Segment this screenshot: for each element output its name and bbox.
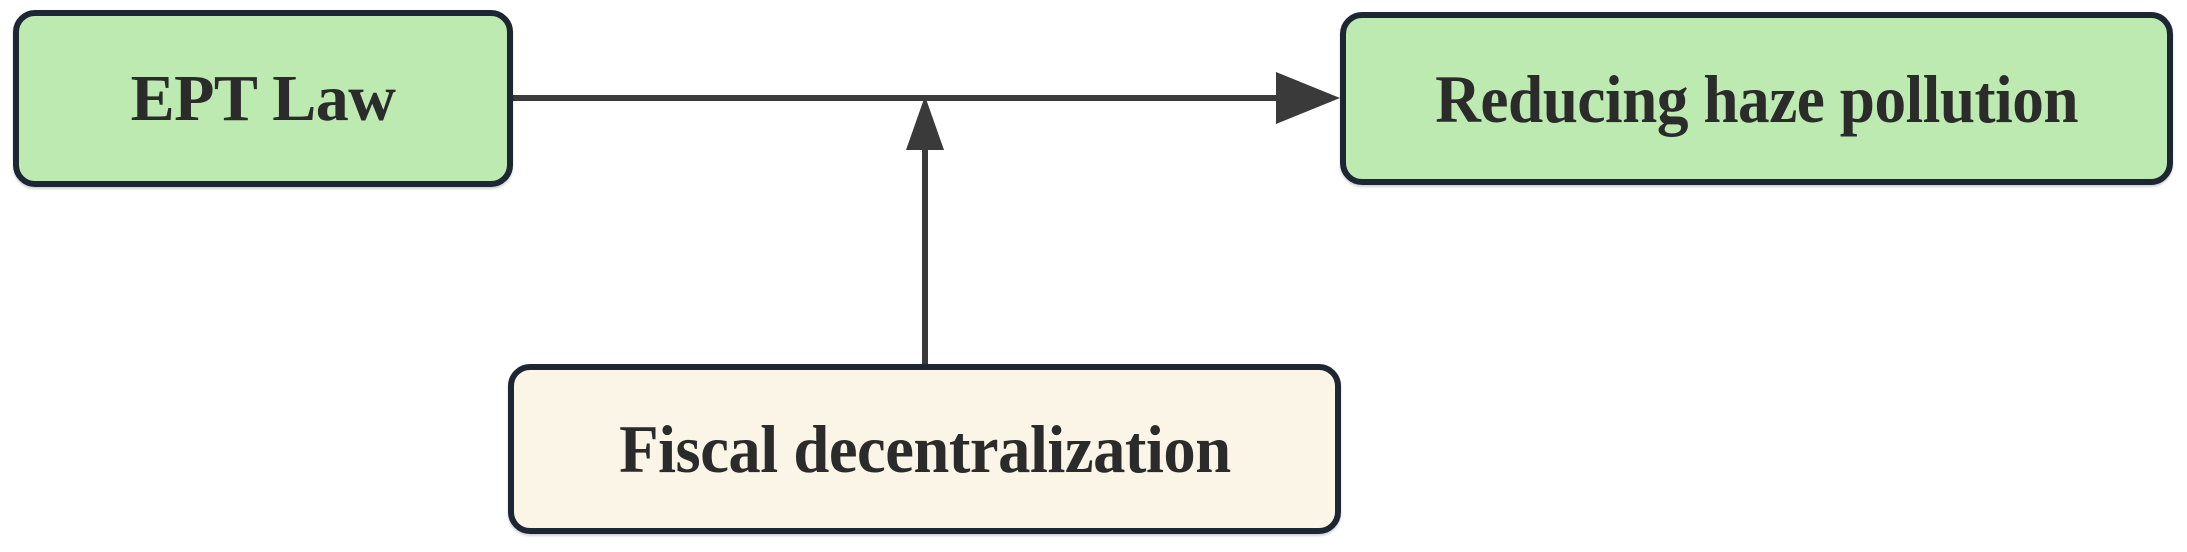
node-fiscal-decentralization-label: Fiscal decentralization xyxy=(618,411,1231,487)
node-reducing-haze-label: Reducing haze pollution xyxy=(1435,60,2078,137)
edge-ept-law-to-reducing-haze xyxy=(513,72,1340,124)
node-ept-law[interactable]: EPT Law xyxy=(13,10,513,187)
arrowhead-right-icon xyxy=(1276,72,1340,124)
node-fiscal-decentralization[interactable]: Fiscal decentralization xyxy=(508,364,1341,534)
node-ept-law-label: EPT Law xyxy=(130,61,396,135)
arrowhead-up-icon xyxy=(906,96,944,150)
node-reducing-haze[interactable]: Reducing haze pollution xyxy=(1340,12,2173,185)
edge-fiscal-decentralization-to-path xyxy=(906,96,944,364)
